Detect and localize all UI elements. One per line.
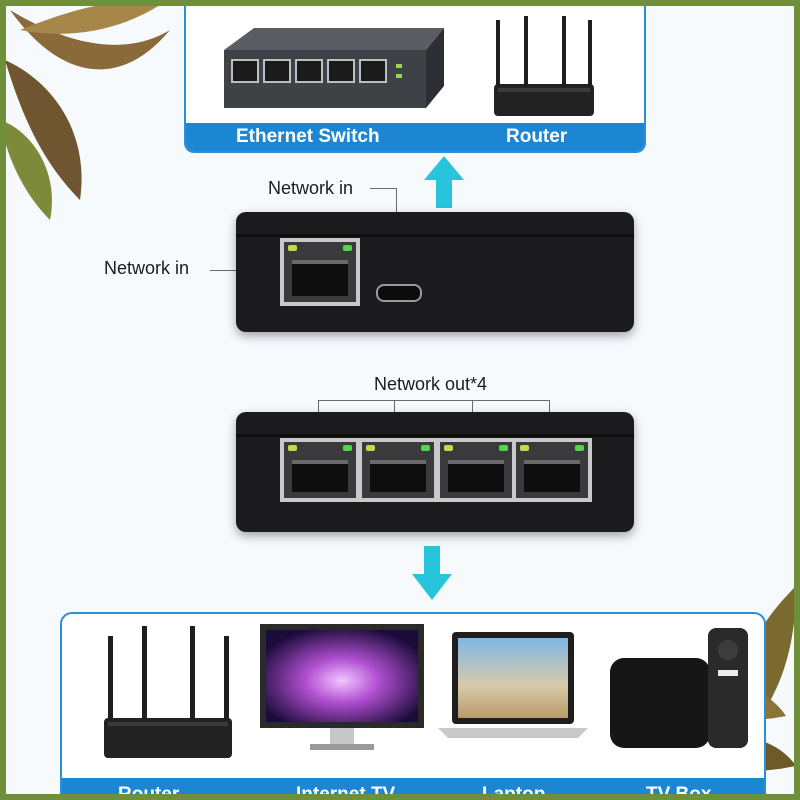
tv-box-image (610, 628, 748, 748)
adapter-input-side (236, 212, 634, 332)
top-label-bar: Ethernet Switch Router (186, 123, 644, 151)
arrow-down-icon (412, 546, 452, 600)
rj45-output-port (436, 438, 516, 502)
ethernet-switch-label: Ethernet Switch (236, 126, 380, 147)
rj45-output-port (512, 438, 592, 502)
rj45-output-port (358, 438, 438, 502)
callout-line (370, 188, 396, 189)
usb-c-port (376, 284, 422, 302)
bottom-item-laptop-label: Laptop (482, 784, 546, 800)
ethernet-switch-image (224, 28, 444, 108)
bottom-targets-panel: Router Internet TV Laptop TV Box (60, 612, 766, 800)
top-targets-panel: Ethernet Switch Router (184, 6, 646, 153)
bottom-item-tv-box-label: TV Box (646, 784, 712, 800)
arrow-up-icon (424, 156, 464, 208)
callout-rj45-network-in: Network in (104, 258, 190, 278)
router-image (494, 16, 594, 116)
bottom-label-bar: Router Internet TV Laptop TV Box (62, 778, 764, 800)
callout-network-out: Network out*4 (374, 374, 488, 394)
leaf-decoration-icon (6, 6, 170, 220)
bottom-item-router-label: Router (118, 784, 180, 800)
rj45-input-port (280, 238, 360, 306)
callout-line (318, 400, 550, 401)
adapter-output-side (236, 412, 634, 532)
laptop-image (438, 632, 588, 738)
bottom-item-internet-tv-label: Internet TV (296, 784, 396, 800)
internet-tv-image (260, 624, 424, 750)
callout-usbc-network-in: Network in (268, 178, 354, 198)
router-image (104, 626, 232, 758)
rj45-output-port (280, 438, 360, 502)
router-label: Router (506, 126, 568, 147)
